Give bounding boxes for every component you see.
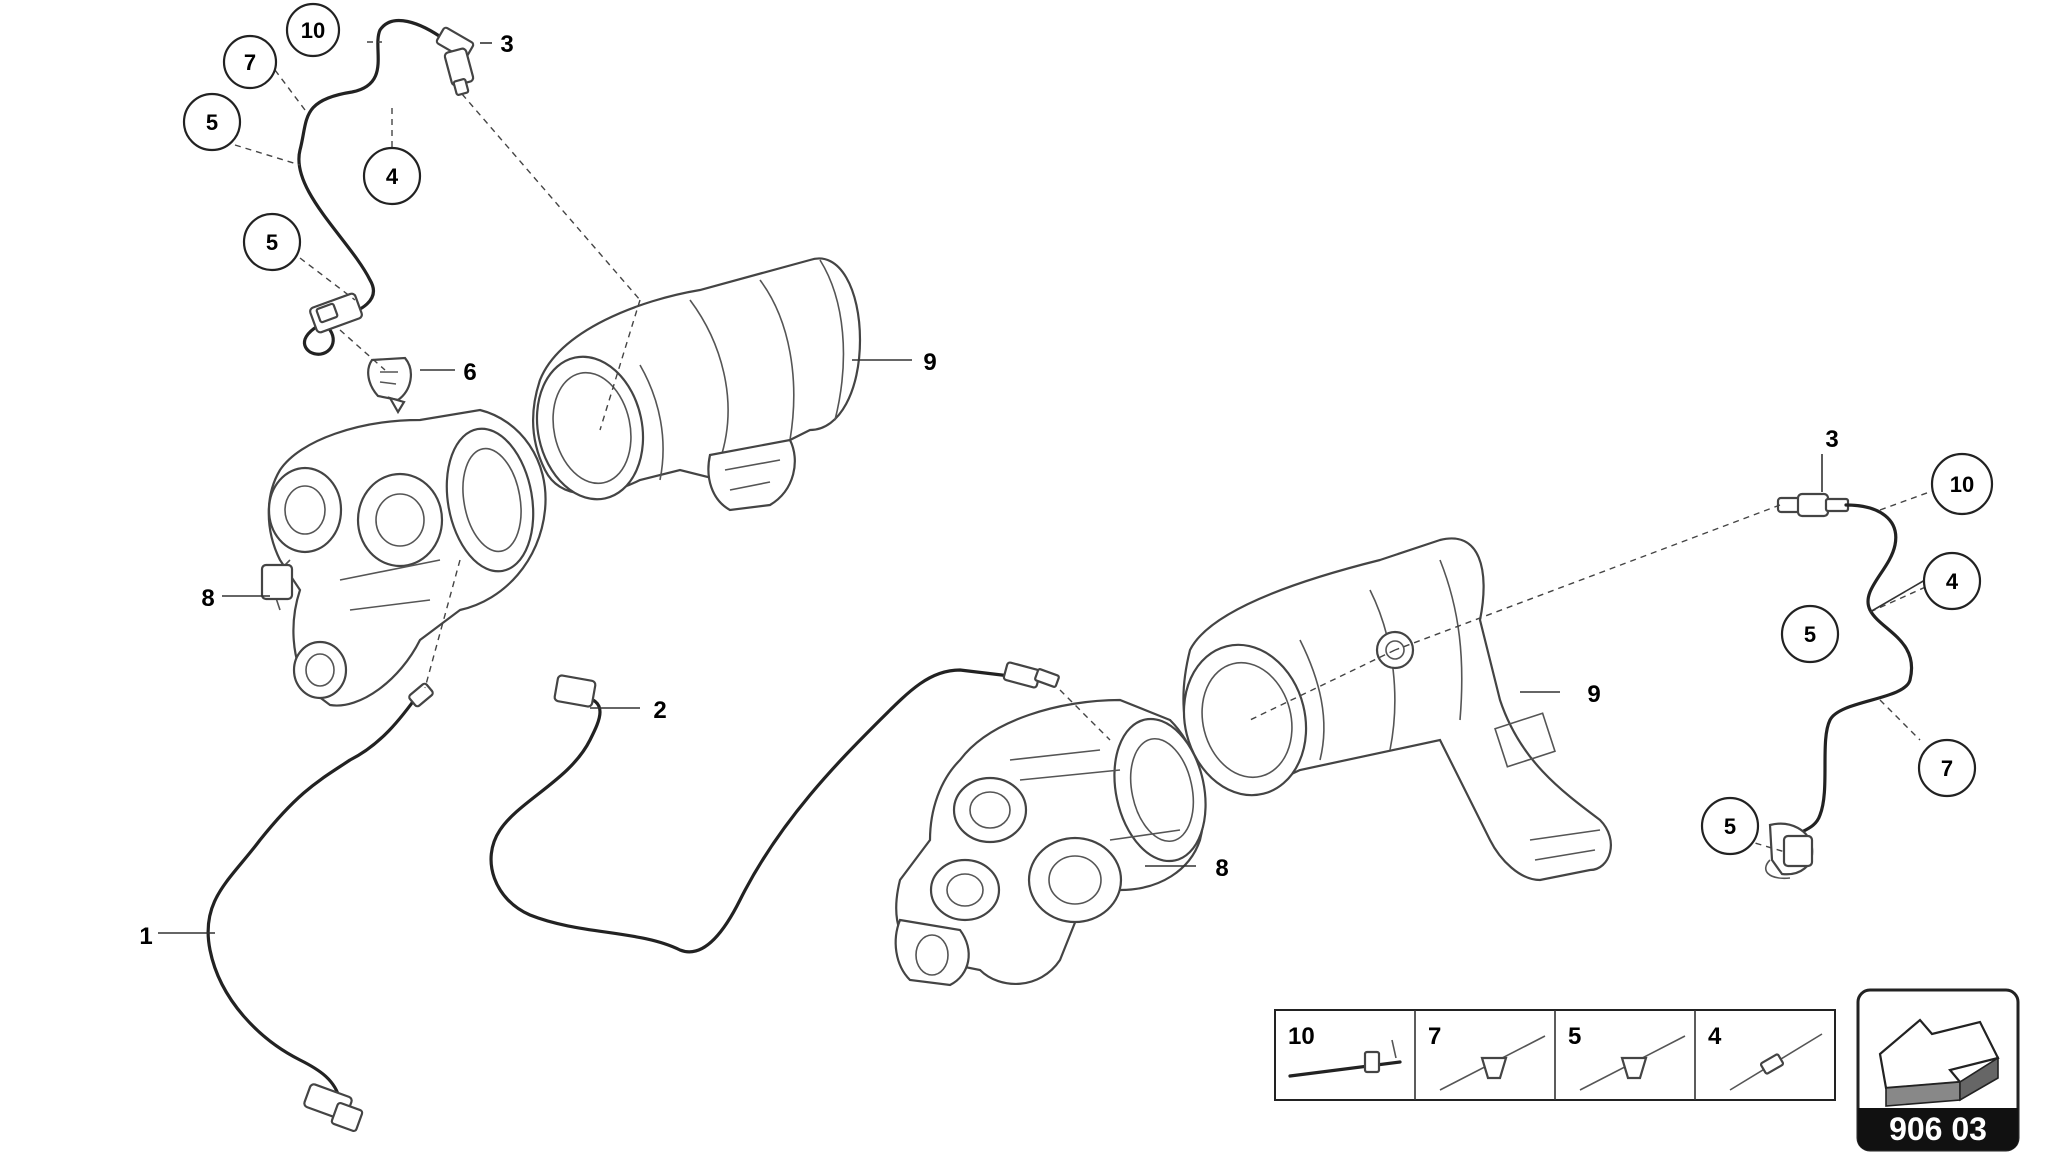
callout-9-right[interactable]: 9 — [1587, 681, 1600, 708]
svg-text:7: 7 — [1428, 1023, 1441, 1050]
legend-cell-4[interactable]: 4 — [1708, 1023, 1823, 1091]
callout-7-top-left[interactable]: 7 — [222, 34, 278, 90]
svg-text:9: 9 — [923, 349, 936, 376]
svg-text:2: 2 — [653, 697, 666, 724]
svg-text:4: 4 — [1708, 1023, 1722, 1050]
svg-text:5: 5 — [206, 110, 218, 135]
callout-7-right[interactable]: 7 — [1917, 738, 1977, 798]
svg-text:10: 10 — [1950, 472, 1974, 497]
svg-text:5: 5 — [1568, 1023, 1581, 1050]
dashed-assembly-lines — [234, 41, 1936, 853]
catalytic-converter-left[interactable] — [524, 257, 862, 512]
svg-text:8: 8 — [201, 585, 214, 612]
svg-text:8: 8 — [1215, 855, 1228, 882]
svg-text:3: 3 — [500, 31, 513, 58]
svg-text:5: 5 — [1804, 622, 1816, 647]
parts-legend: 10 7 5 4 — [1274, 1009, 1836, 1101]
svg-text:10: 10 — [301, 18, 325, 43]
svg-text:7: 7 — [1941, 756, 1953, 781]
callout-4-right[interactable]: 4 — [1922, 551, 1982, 611]
leader-lines — [158, 42, 1926, 934]
svg-text:3: 3 — [1825, 426, 1838, 453]
callout-2[interactable]: 2 — [653, 697, 666, 724]
legend-cell-7[interactable]: 7 — [1428, 1023, 1546, 1091]
legend-cell-5[interactable]: 5 — [1568, 1023, 1686, 1091]
svg-text:9: 9 — [1587, 681, 1600, 708]
callout-5-right-a[interactable]: 5 — [1780, 604, 1840, 664]
callout-5-top-left-a[interactable]: 5 — [182, 92, 242, 152]
svg-text:1: 1 — [139, 923, 152, 950]
page-badge: 906 03 — [1856, 988, 2020, 1152]
sensor-clip-left[interactable] — [367, 356, 412, 415]
callout-6[interactable]: 6 — [463, 359, 476, 386]
callout-1[interactable]: 1 — [139, 923, 152, 950]
svg-text:5: 5 — [1724, 814, 1736, 839]
svg-text:4: 4 — [1946, 569, 1959, 594]
svg-text:10: 10 — [1288, 1023, 1315, 1050]
turbocharger-right[interactable] — [894, 698, 1218, 987]
svg-text:5: 5 — [266, 230, 278, 255]
legend-cell-10[interactable]: 10 — [1288, 1023, 1402, 1078]
callout-8-left[interactable]: 8 — [201, 585, 214, 612]
svg-text:7: 7 — [244, 50, 256, 75]
svg-text:4: 4 — [386, 164, 399, 189]
callout-5-top-left-b[interactable]: 5 — [242, 212, 302, 272]
callout-9-left[interactable]: 9 — [923, 349, 936, 376]
callout-10-right[interactable]: 10 — [1930, 452, 1994, 516]
callout-3-right[interactable]: 3 — [1825, 426, 1838, 453]
callout-8-right[interactable]: 8 — [1215, 855, 1228, 882]
page-code: 906 03 — [1889, 1111, 1987, 1147]
oxygen-sensor-upper-left[interactable] — [297, 18, 475, 356]
callout-5-right-b[interactable]: 5 — [1700, 796, 1760, 856]
callout-4-top-left[interactable]: 4 — [362, 146, 422, 206]
catalytic-converter-right[interactable] — [1168, 537, 1612, 882]
oxygen-sensor-right[interactable] — [1765, 492, 1914, 880]
callout-3-top-left[interactable]: 3 — [500, 31, 513, 58]
callout-10-top-left[interactable]: 10 — [285, 2, 341, 58]
sensor-cable-1[interactable] — [206, 682, 434, 1133]
sensor-cable-2[interactable] — [489, 661, 1060, 954]
turbocharger-left[interactable] — [260, 408, 547, 707]
svg-text:6: 6 — [463, 359, 476, 386]
